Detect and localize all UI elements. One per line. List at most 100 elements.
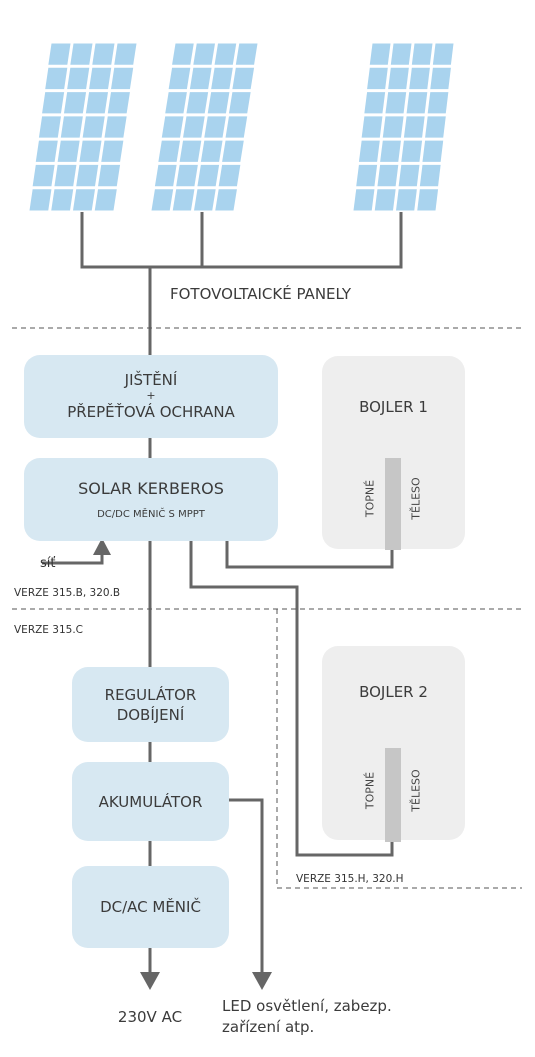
wiring: [42, 212, 403, 976]
solar-cell: [51, 189, 74, 211]
boiler2-label: BOJLER 2: [359, 683, 428, 701]
led-output-line2: zařízení atp.: [222, 1018, 315, 1036]
arrowheads: [93, 538, 272, 990]
solar-cell: [186, 92, 209, 114]
boiler1-heater-right-label: TĚLESO: [409, 477, 423, 520]
solar-cell: [165, 92, 187, 114]
solar-cell: [353, 189, 375, 211]
solar-cell: [151, 189, 174, 211]
solar-cell: [38, 116, 61, 138]
solar-cell: [388, 67, 409, 90]
boiler2-heater-left-label: TOPNÉ: [363, 771, 377, 810]
solar-cell: [204, 116, 226, 138]
inverter-box: [72, 866, 229, 948]
solar-cell: [35, 140, 58, 162]
solar-cell: [57, 140, 80, 162]
solar-cell: [356, 164, 378, 187]
ac-output-label: 230V AC: [117, 1008, 183, 1026]
led-output-arrow-icon: [252, 972, 272, 990]
solar-cell: [189, 67, 212, 90]
solar-cell: [364, 92, 386, 114]
solar-cell: [98, 164, 121, 187]
solar-cell: [417, 189, 439, 211]
panel-bus-wire: [80, 212, 403, 269]
solar-cell: [215, 189, 237, 211]
solar-cell: [104, 116, 127, 138]
solar-cell: [409, 67, 430, 90]
led-output-label: LED osvětlení, zabezp. zařízení atp.: [222, 996, 392, 1038]
solar-cell: [63, 92, 87, 114]
accumulator-box: [72, 762, 229, 841]
solar-cell: [411, 43, 433, 65]
solar-cell: [193, 43, 215, 65]
solar-cell: [168, 67, 191, 90]
solar-cell: [70, 43, 93, 65]
accumulator-label: AKUMULÁTOR: [98, 793, 203, 811]
solar-cell: [179, 140, 202, 162]
protection-line2: PŘEPĚŤOVÁ OCHRANA: [67, 403, 235, 421]
solar-cell: [32, 164, 55, 187]
solar-cell: [225, 116, 248, 138]
solar-cell: [406, 92, 428, 114]
solar-cell: [172, 43, 194, 65]
solar-cell: [419, 164, 441, 187]
solar-cell: [235, 43, 258, 65]
solar-cell: [390, 43, 412, 65]
boiler1-heater: [385, 458, 401, 550]
solar-cell: [403, 116, 425, 138]
solar-cell: [107, 92, 130, 114]
regulator-box: [72, 667, 229, 742]
led-output-wire: [229, 798, 264, 976]
solar-cell: [377, 164, 399, 187]
boiler1-label: BOJLER 1: [359, 398, 428, 416]
boiler2-heater-wire: [189, 541, 394, 857]
regulator-label: REGULÁTOR DOBÍJENÍ: [72, 685, 229, 725]
solar-cell: [158, 140, 181, 162]
solar-cell: [92, 43, 115, 65]
solar-cell: [73, 189, 95, 211]
solar-panel-3: [352, 42, 455, 212]
solar-cell: [94, 189, 117, 211]
version-h-label: VERZE 315.H, 320.H: [296, 873, 404, 885]
protection-box: [24, 355, 278, 438]
solar-cell: [232, 67, 255, 90]
solar-cell: [228, 92, 251, 114]
separators: [12, 327, 522, 889]
solar-cell: [114, 43, 137, 65]
solar-cell: [183, 116, 205, 138]
solar-cell: [432, 43, 454, 65]
boiler2-heater: [385, 748, 401, 842]
solar-cell: [79, 140, 102, 162]
solar-cell: [45, 67, 68, 90]
solar-panel-1: [28, 42, 138, 212]
solar-cell: [374, 189, 396, 211]
solar-cell: [385, 92, 407, 114]
solar-cell: [82, 116, 105, 138]
solar-cell: [176, 164, 198, 187]
solar-cell: [101, 140, 124, 162]
solar-cell: [67, 67, 90, 90]
solar-cell: [207, 92, 230, 114]
solar-cell: [161, 116, 184, 138]
solar-cell: [382, 116, 404, 138]
kerberos-box: [24, 458, 278, 541]
version-h-frame: [276, 609, 522, 889]
solar-cell: [89, 67, 112, 90]
solar-cell: [42, 92, 65, 114]
solar-cell: [396, 189, 417, 211]
solar-cell: [85, 92, 108, 114]
solar-cell: [54, 164, 77, 187]
led-output-line1: LED osvětlení, zabezp.: [222, 997, 392, 1015]
solar-cell: [380, 140, 401, 162]
solar-cell: [111, 67, 134, 90]
solar-cell: [430, 67, 451, 90]
protection-plus: +: [146, 389, 156, 402]
kerberos-subtitle: DC/DC MĚNIČ S MPPT: [97, 509, 205, 520]
solar-cell: [214, 43, 237, 65]
protection-line1: JIŠTĚNÍ: [124, 371, 178, 389]
solar-cell: [425, 116, 446, 138]
solar-cell: [222, 140, 244, 162]
ac-output-arrow-icon: [140, 972, 160, 990]
solar-cell: [401, 140, 423, 162]
